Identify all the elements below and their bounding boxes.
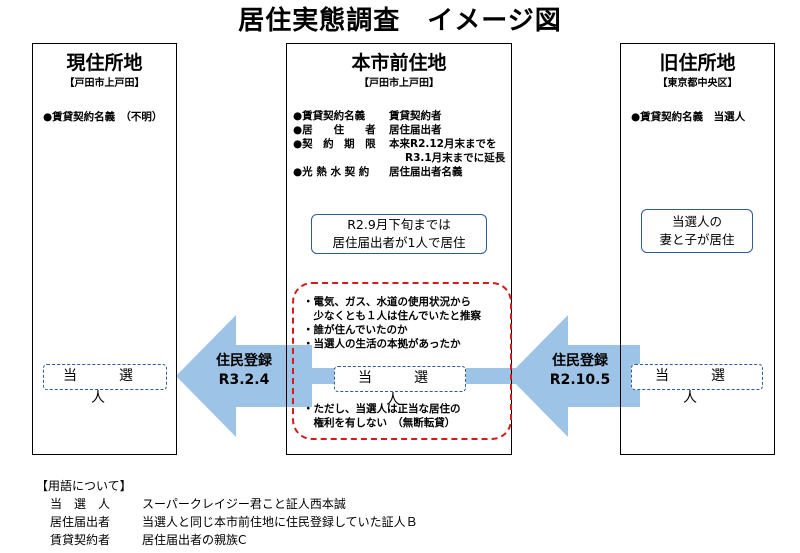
- caveat-line-2: 権利を有しない （無断転貸）: [303, 417, 456, 429]
- caveat-line-1: ・ただし、当選人は正当な居住の: [303, 403, 461, 415]
- arrow-left-label: 住民登録 R3.2.4: [202, 352, 286, 390]
- former-address-subtitle: 【東京都中央区】: [657, 78, 738, 89]
- arrow-r3-2-4: [176, 315, 312, 437]
- center-status-box: R2.9月下旬までは 居住届出者が1人で居住: [311, 214, 487, 254]
- person-left: 当 選 人: [43, 364, 167, 406]
- legend-def-1: スーパークレイジー君こと証人西本誠: [142, 497, 346, 511]
- arrow-left-date: R3.2.4: [218, 372, 270, 388]
- center-status-line-2: 居住届出者が1人で居住: [332, 235, 466, 250]
- legend-term-2: 居住届出者: [50, 515, 111, 529]
- legend-def-2: 当選人と同じ本市前住地に住民登録していた証人Ｂ: [142, 515, 418, 529]
- previous-address-box: 本市前住地 【戸田市上戸田】 ●賃貸契約名義賃貸契約者 ●居 住 者居住届出者 …: [286, 43, 512, 455]
- detail-utilities: ●光 熱 水 契 約居住届出者名義: [293, 166, 463, 178]
- person-right: 当 選 人: [631, 364, 763, 406]
- right-status-line-2: 妻と子が居住: [659, 232, 735, 247]
- arrow-right-label: 住民登録 R2.10.5: [538, 352, 622, 390]
- arrow-left-title: 住民登録: [216, 353, 272, 369]
- finding-utilities: ・電気、ガス、水道の使用状況から: [303, 296, 471, 308]
- current-address-lease: ●賃貸契約名義 （不明）: [43, 111, 163, 123]
- arrow-r2-10-5: [508, 315, 640, 437]
- center-status-line-1: R2.9月下旬までは: [347, 217, 451, 232]
- arrow-right-date: R2.10.5: [549, 372, 611, 388]
- current-address-subtitle: 【戸田市上戸田】: [64, 78, 145, 89]
- detail-lease: ●賃貸契約名義賃貸契約者: [293, 110, 442, 122]
- legend-def-3: 居住届出者の親族C: [142, 533, 247, 547]
- current-address-title: 現住所地: [66, 52, 143, 74]
- legend-heading: 【用語について】: [36, 479, 132, 493]
- finding-base: ・当選人の生活の本拠があったか: [303, 338, 461, 350]
- legend-term-1: 当 選 人: [50, 497, 111, 511]
- current-address-box: 現住所地 【戸田市上戸田】 ●賃貸契約名義 （不明） 当 選 人: [32, 43, 177, 455]
- diagram-title: 居住実態調査 イメージ図: [238, 6, 562, 36]
- previous-address-title: 本市前住地: [351, 52, 447, 74]
- findings-area: [292, 282, 512, 440]
- person-center: 当 選 人: [334, 366, 466, 408]
- previous-address-subtitle: 【戸田市上戸田】: [359, 78, 439, 89]
- right-status-line-1: 当選人の: [671, 214, 722, 229]
- legend-term-3: 賃貸契約者: [50, 533, 111, 547]
- former-address-title: 旧住所地: [659, 52, 736, 74]
- detail-resident: ●居 住 者居住届出者: [293, 124, 442, 136]
- finding-who: ・誰が住んでいたのか: [303, 324, 408, 336]
- former-address-lease: ●賃貸契約名義 当選人: [631, 111, 746, 123]
- arrow-right-title: 住民登録: [552, 353, 608, 369]
- detail-term-extension: R3.1月末までに延長: [405, 152, 506, 164]
- arrow-connector-left: [286, 368, 346, 384]
- finding-utilities-cont: 少なくとも１人は住んでいたと推察: [303, 310, 481, 322]
- former-address-box: 旧住所地 【東京都中央区】 ●賃貸契約名義 当選人 当選人の 妻と子が居住 当 …: [620, 43, 775, 455]
- detail-term: ●契 約 期 限本来R2.12月末までを: [293, 138, 497, 150]
- right-status-box: 当選人の 妻と子が居住: [641, 209, 753, 253]
